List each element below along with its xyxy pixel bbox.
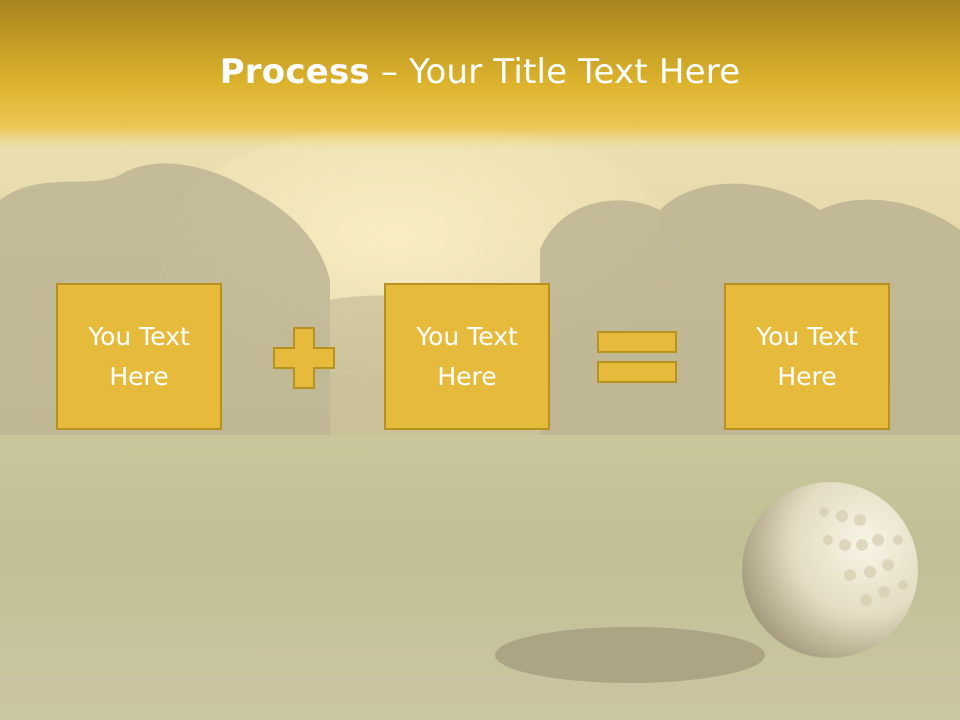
page-title: Process – Your Title Text Here [0,52,960,92]
process-box-1: You Text Here [56,283,222,430]
title-bar [0,0,960,150]
process-box-3-label: You Text Here [756,321,858,391]
plus-icon [272,326,336,390]
title-bold-part: Process [219,52,370,92]
process-box-3: You Text Here [724,283,890,430]
process-box-2-label: You Text Here [416,321,518,391]
title-rest-part: – Your Title Text Here [369,52,741,92]
equals-icon [597,331,677,383]
process-box-2: You Text Here [384,283,550,430]
process-box-1-label: You Text Here [88,321,190,391]
